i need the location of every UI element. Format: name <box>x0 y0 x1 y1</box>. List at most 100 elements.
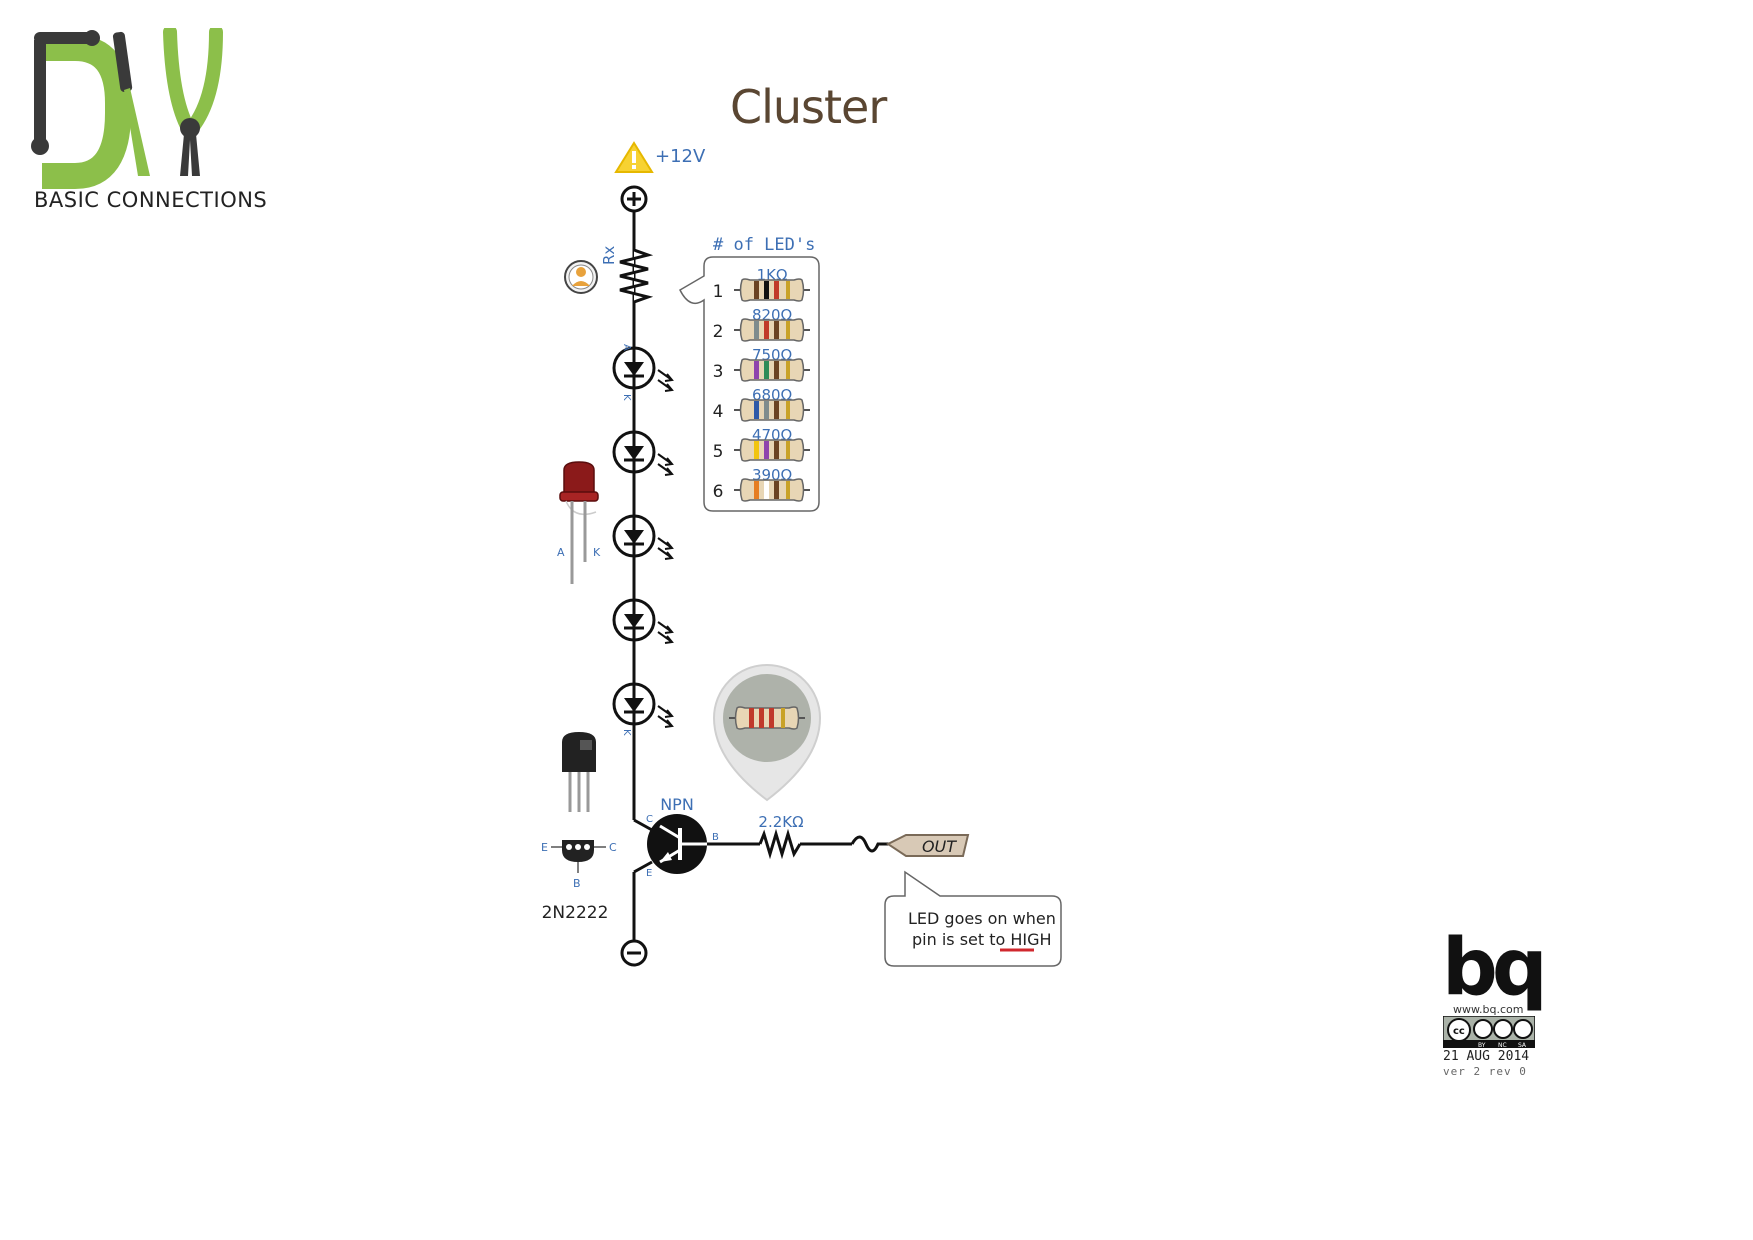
resistor-band <box>774 441 779 459</box>
plus-terminal-icon <box>620 185 648 213</box>
led-top-anode-label: A <box>621 344 632 351</box>
resistor-band <box>764 441 769 459</box>
rx-resistor-symbol <box>619 248 654 304</box>
npn-type-label: NPN <box>660 795 694 814</box>
led-count: 1 <box>713 282 724 302</box>
base-resistor-symbol <box>758 828 802 860</box>
note-line-2: pin is set to HIGH <box>912 930 1052 949</box>
led-count: 6 <box>713 482 724 502</box>
resistor-band <box>786 481 790 499</box>
resistor-map-pin-callout <box>712 663 822 802</box>
resistor-picture <box>733 278 811 302</box>
resistor-band <box>774 321 779 339</box>
bq-logo: bq <box>1442 923 1548 1013</box>
svg-text:cc: cc <box>1453 1026 1465 1037</box>
pinout-e-label: E <box>541 841 548 854</box>
resistor-band <box>764 281 769 299</box>
resistor-band <box>774 281 779 299</box>
resistor-picture <box>733 318 811 342</box>
resistor-band <box>764 321 769 339</box>
transistor-part-number: 2N2222 <box>542 903 609 923</box>
resistor-band <box>754 361 759 379</box>
resistor-band <box>754 441 759 459</box>
bq-url: www.bq.com <box>1453 1003 1524 1016</box>
resistor-band <box>764 481 769 499</box>
led-2-symbol <box>612 430 673 476</box>
output-probe-tag[interactable] <box>886 834 970 857</box>
logo-subtitle: BASIC CONNECTIONS <box>34 188 268 212</box>
minus-terminal-icon <box>620 939 648 967</box>
logo-i-screwdriver <box>112 31 150 176</box>
page-title: Cluster <box>730 80 887 134</box>
note-callout <box>884 870 1062 967</box>
user-avatar-icon <box>564 260 598 294</box>
logo-y-pliers <box>163 28 223 176</box>
collector-wire <box>633 818 653 832</box>
led-component-picture <box>559 461 599 584</box>
supply-voltage-label: +12V <box>655 146 706 167</box>
note-line-1: LED goes on when <box>908 909 1056 928</box>
resistor-band <box>786 321 790 339</box>
npn-transistor-symbol <box>647 814 707 874</box>
wire-squiggle <box>850 835 890 853</box>
logo-d-letter <box>31 30 131 189</box>
license-sa: SA <box>1518 1042 1527 1048</box>
revision-version: ver 2 rev 0 <box>1443 1065 1527 1078</box>
revision-date: 21 AUG 2014 <box>1443 1049 1530 1064</box>
warning-icon <box>614 141 654 173</box>
output-label: OUT <box>922 837 957 856</box>
resistor-band <box>774 401 779 419</box>
npn-base-label: B <box>712 832 719 843</box>
led-3-symbol <box>612 514 673 560</box>
led-count: 2 <box>713 322 724 342</box>
led-table-heading: # of LED's <box>713 235 816 255</box>
resistor-band <box>786 281 790 299</box>
led-top-cathode-label: K <box>621 394 632 401</box>
resistor-picture <box>733 358 811 382</box>
emitter-wire <box>633 860 653 874</box>
note-emphasis: HIGH <box>1010 930 1052 949</box>
npn-collector-label: C <box>646 814 653 825</box>
rx-label: Rx <box>600 245 618 265</box>
resistor-picture <box>733 438 811 462</box>
resistor-picture <box>733 398 811 422</box>
pinout-b-label: B <box>573 877 581 890</box>
transistor-component-picture <box>562 732 596 812</box>
led-1-symbol <box>612 346 673 392</box>
resistor-band <box>774 481 779 499</box>
cc-license-badge: cc BY NC SA <box>1443 1016 1535 1048</box>
resistor-band <box>786 441 790 459</box>
transistor-pinout-diagram <box>551 840 606 873</box>
license-by: BY <box>1478 1042 1486 1048</box>
resistor-band <box>754 481 759 499</box>
note-line-2-prefix: pin is set to <box>912 930 1011 949</box>
by-icon <box>1473 1019 1493 1039</box>
resistor-band <box>754 401 759 419</box>
license-nc: NC <box>1498 1042 1507 1048</box>
base-resistor-value: 2.2KΩ <box>758 813 803 831</box>
resistor-band <box>754 281 759 299</box>
diy-logo <box>31 28 223 189</box>
base-resistor-picture <box>728 706 806 730</box>
pinout-c-label: C <box>609 841 617 854</box>
led-count: 5 <box>713 442 724 462</box>
resistor-band <box>764 401 769 419</box>
led-part-anode-label: A <box>557 546 565 559</box>
nc-icon <box>1493 1019 1513 1039</box>
led-bottom-cathode-label: K <box>621 729 632 736</box>
resistor-picture <box>733 478 811 502</box>
resistor-band <box>754 321 759 339</box>
led-5-symbol <box>612 682 673 728</box>
sa-icon <box>1513 1019 1533 1039</box>
npn-emitter-label: E <box>646 868 652 879</box>
resistor-band <box>786 401 790 419</box>
resistor-band <box>786 361 790 379</box>
